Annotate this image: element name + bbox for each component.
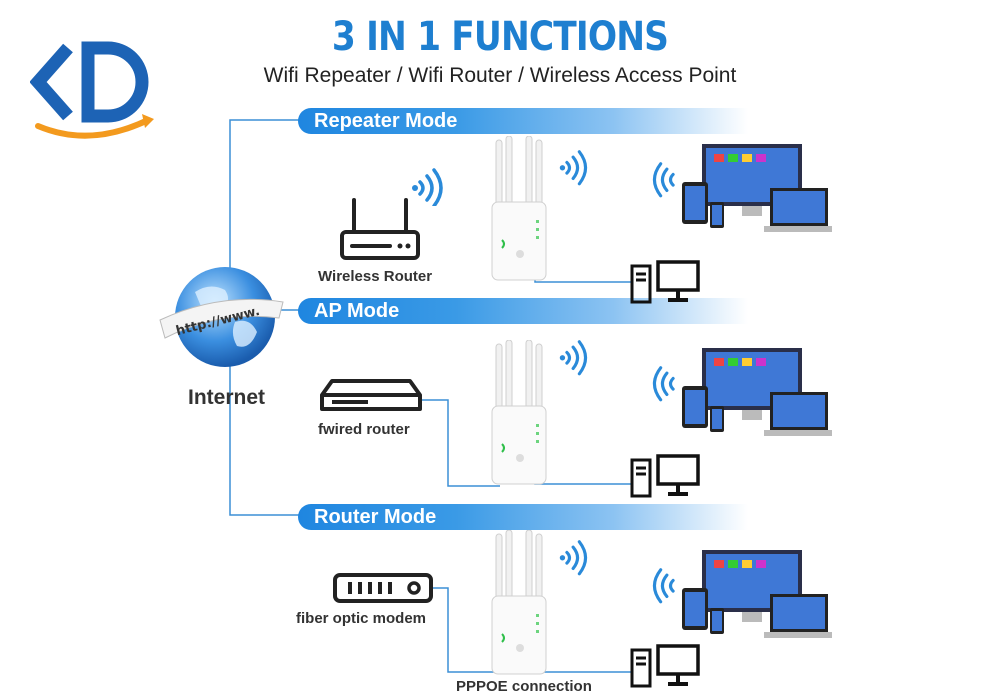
source-device-label: Wireless Router: [318, 268, 433, 285]
internet-globe-icon: http://www.: [155, 262, 285, 377]
mode-title: AP Mode: [314, 300, 400, 322]
wifi-signal-icon: [412, 168, 443, 206]
wifi-extender-icon: [491, 530, 547, 675]
source-device-label: fwired router: [318, 421, 410, 438]
wired-router-icon: [320, 379, 422, 411]
monitor-laptop-tablet-icon: [682, 144, 832, 232]
wifi-extender-icon: [491, 136, 547, 281]
mode-title: Router Mode: [314, 506, 437, 528]
client-devices-group: [650, 346, 832, 446]
wireless-router-icon: [340, 198, 420, 260]
wifi-signal-icon: [559, 340, 588, 376]
mode-title: Repeater Mode: [314, 110, 458, 132]
wifi-signal-icon: [652, 162, 675, 198]
repeater-mode-band: Repeater Mode: [298, 108, 748, 134]
fiber-modem-icon: [333, 573, 433, 603]
client-devices-group: [650, 142, 832, 242]
connection-label: PPPOE connection: [456, 678, 592, 695]
monitor-laptop-tablet-icon: [682, 550, 832, 638]
source-device-label: fiber optic modem: [296, 610, 427, 627]
client-devices-group: [650, 548, 832, 648]
desktop-pc-icon: [630, 260, 700, 304]
wifi-signal-icon: [652, 568, 675, 604]
ap-mode-band: AP Mode: [298, 298, 748, 324]
wifi-signal-icon: [652, 366, 675, 402]
page-subtitle: Wifi Repeater / Wifi Router / Wireless A…: [263, 64, 737, 87]
brand-logo: [30, 41, 154, 139]
page-title: 3 IN 1 FUNCTIONS: [331, 14, 669, 60]
desktop-pc-icon: [630, 454, 700, 498]
wifi-extender-icon: [491, 340, 547, 485]
desktop-pc-icon: [630, 644, 700, 688]
internet-label: Internet: [188, 386, 266, 409]
wifi-signal-icon: [559, 540, 588, 576]
wifi-signal-icon: [559, 150, 588, 186]
router-mode-band: Router Mode: [298, 504, 748, 530]
monitor-laptop-tablet-icon: [682, 348, 832, 436]
